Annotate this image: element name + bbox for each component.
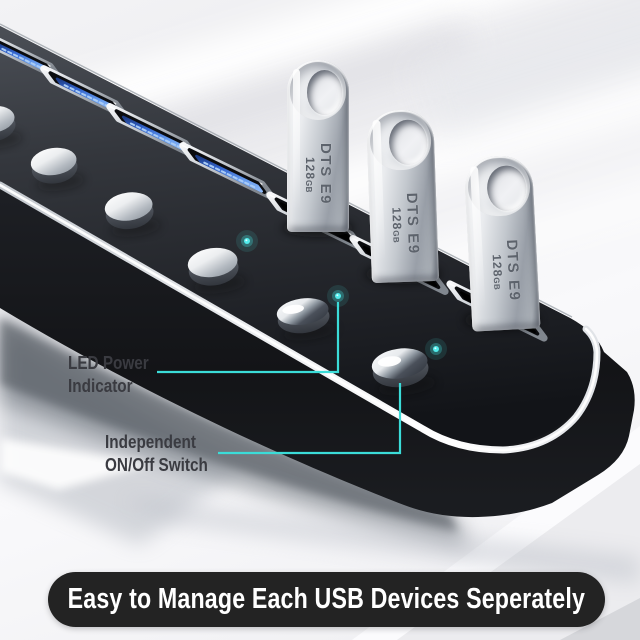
table-corner-shadow	[560, 598, 640, 640]
hub-chamfer-core	[0, 183, 599, 452]
led-indicator-1	[236, 230, 258, 252]
power-buttons	[0, 105, 436, 396]
drive-model: DTS E9	[402, 191, 422, 255]
callout-lines	[157, 302, 402, 455]
caption-text: Easy to Manage Each USB Devices Seperate…	[67, 583, 586, 615]
led-power-indicator-label: LED Power Indicator	[68, 352, 149, 398]
led-indicators	[236, 230, 447, 360]
led-indicator-2	[327, 285, 349, 307]
drive-model: DTS E9	[317, 142, 335, 205]
usb-port-pins	[1, 47, 45, 71]
usb-port-pins	[203, 161, 258, 190]
usb-port-pins	[63, 84, 111, 109]
drive-label: DTS E9 128GB	[487, 239, 525, 337]
power-button-5	[276, 298, 337, 341]
power-button-1	[0, 105, 23, 150]
switch-callout-line	[218, 383, 402, 455]
drive-label: DTS E9 128GB	[387, 192, 423, 289]
drive-capacity: 128GB	[389, 206, 405, 243]
drive-label: DTS E9 128GB	[301, 143, 334, 239]
drive-keyring-hole	[486, 164, 527, 212]
usb-flash-drive-3: DTS E9 128GB	[463, 154, 541, 332]
callout-text: ON/Off Switch	[105, 455, 208, 475]
drive-keyring-hole	[307, 70, 343, 115]
drive-capacity: 128GB	[303, 156, 318, 193]
power-button-6	[371, 348, 436, 396]
power-button-3	[104, 192, 161, 237]
callout-text: Indicator	[68, 376, 133, 396]
usb-flash-drive-2: DTS E9 128GB	[366, 108, 439, 284]
led-callout-line	[157, 302, 340, 374]
power-button-2	[30, 147, 85, 192]
drive-keyring-hole	[388, 119, 428, 166]
usb-port-pins	[129, 122, 181, 149]
callout-text: Independent	[105, 432, 196, 452]
usb-flash-drive-1: DTS E9 128GB	[287, 60, 349, 232]
independent-switch-label: Independent ON/Off Switch	[105, 431, 208, 477]
power-button-4	[187, 247, 246, 294]
led-indicator-3	[425, 338, 447, 360]
caption-banner: Easy to Manage Each USB Devices Seperate…	[48, 572, 605, 627]
callout-text: LED Power	[68, 353, 149, 373]
